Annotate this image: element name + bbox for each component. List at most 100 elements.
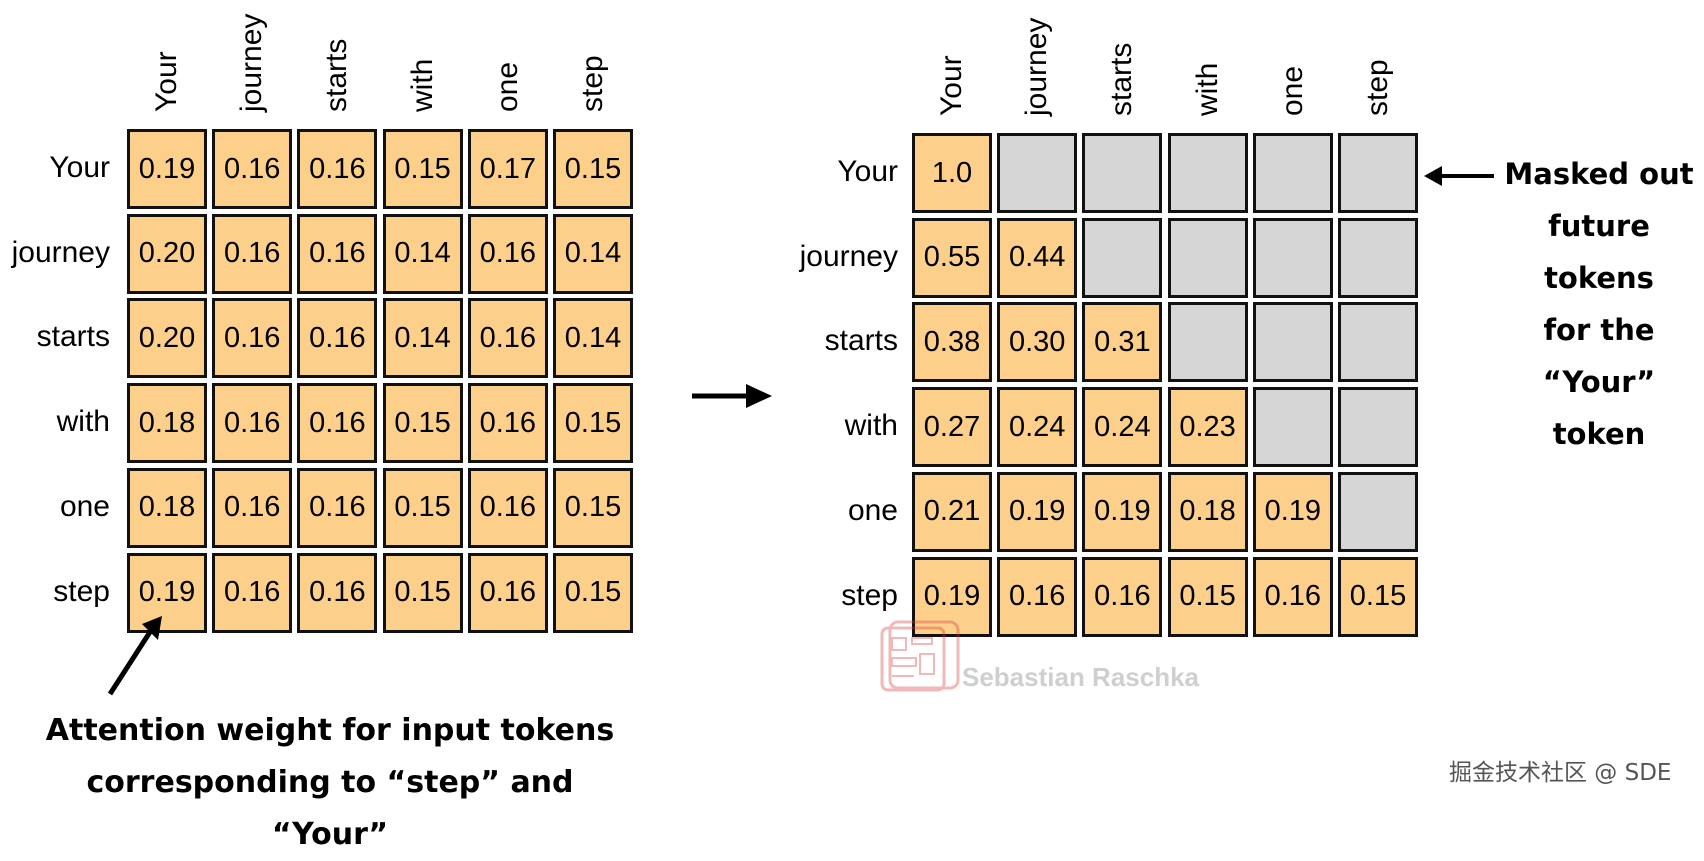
attention-weight-cell: 0.16 [1252,556,1333,637]
attention-weight-cell: 0.15 [382,467,463,548]
column-label-your: Your [150,51,183,112]
attention-weight-cell: 0.16 [997,556,1078,637]
row-label-step: step [841,578,898,612]
column-label-starts: starts [1105,42,1139,116]
attention-weight-cell: 0.19 [1082,471,1163,552]
transform-arrow-icon [692,384,772,408]
attention-weight-cell: 0.15 [553,552,633,633]
masked-cell [1338,133,1418,213]
attention-weight-cell: 0.15 [1338,556,1418,637]
attention-weight-cell: 0.18 [1167,471,1248,552]
attention-weight-cell: 0.16 [467,213,548,294]
row-label-step: step [53,574,110,608]
attention-weight-cell: 0.18 [127,383,207,464]
attention-weight-cell: 0.16 [297,129,378,209]
attention-weight-cell: 0.16 [297,383,378,464]
row-label-one: one [847,493,898,527]
attention-weight-cell: 0.16 [297,467,378,548]
attention-weight-cell: 0.15 [1167,556,1248,637]
attention-weight-cell: 0.17 [467,129,548,209]
attention-weight-cell: 0.15 [382,552,463,633]
row-label-with: with [844,409,898,443]
attention-weight-cell: 0.30 [997,302,1078,383]
attention-weight-cell: 0.31 [1082,302,1163,383]
attention-weight-cell: 0.16 [297,213,378,294]
attention-weight-cell: 0.19 [912,556,992,637]
attention-weight-cell: 0.21 [912,471,992,552]
annotation-line-2: corresponding to “step” and “Your” [86,765,574,852]
masked-cell [1338,302,1418,383]
masked-cell [1338,217,1418,298]
mask-annotation-line-2: future tokens [1544,209,1654,295]
attention-weight-cell: 0.16 [467,298,548,379]
attention-weight-cell: 0.16 [297,298,378,379]
column-label-step: step [576,55,609,112]
column-label-one: one [1275,65,1309,116]
row-label-your: Your [49,151,110,184]
column-label-starts: starts [320,38,354,112]
attention-weight-cell: 0.19 [127,129,207,209]
attention-weight-cell: 0.38 [912,302,992,383]
attention-weight-cell: 0.18 [127,467,207,548]
attention-weight-cell: 0.23 [1167,387,1248,468]
attention-weight-cell: 0.16 [212,213,293,294]
attention-weight-cell: 0.16 [297,552,378,633]
column-label-journey: journey [1020,17,1054,116]
attention-weight-cell: 0.15 [382,383,463,464]
masked-cell [1252,133,1333,213]
masked-cell [1338,471,1418,552]
attention-weight-cell: 0.24 [997,387,1078,468]
masked-cell [1082,133,1163,213]
attention-weight-cell: 0.19 [127,552,207,633]
annotation-line-1: Attention weight for input tokens [45,713,615,748]
pointer-arrow-icon [107,616,162,696]
attention-weight-cell: 1.0 [912,133,992,213]
attention-weight-cell: 0.44 [997,217,1078,298]
attention-weight-cell: 0.16 [1082,556,1163,637]
row-label-one: one [59,489,110,523]
column-label-your: Your [935,55,968,116]
attention-weight-cell: 0.19 [1252,471,1333,552]
attention-weight-cell: 0.55 [912,217,992,298]
masked-cell [1252,217,1333,298]
attention-weight-cell: 0.16 [467,552,548,633]
masked-cell [1167,302,1248,383]
corner-credit: 掘金技术社区 @ SDE [1449,760,1672,786]
masked-cell [1082,217,1163,298]
attention-weight-cell: 0.16 [212,129,293,209]
row-label-with: with [56,405,110,439]
row-label-your: Your [837,155,898,188]
masked-tokens-annotation: Masked out future tokens for the “Your” … [1494,148,1704,460]
masked-cell [1252,302,1333,383]
attention-weight-cell: 0.16 [212,383,293,464]
attention-weight-cell: 0.15 [382,129,463,209]
column-label-step: step [1361,59,1394,116]
row-label-starts: starts [824,324,898,358]
attention-weight-cell: 0.14 [553,298,633,379]
mask-annotation-line-1: Masked out [1504,157,1694,191]
attention-weight-cell: 0.27 [912,387,992,468]
attention-weight-cell: 0.16 [467,383,548,464]
attention-weight-cell: 0.20 [127,213,207,294]
author-watermark: Sebastian Raschka [962,662,1200,692]
attention-weight-cell: 0.14 [382,298,463,379]
masked-cell [1167,217,1248,298]
attention-weight-cell: 0.16 [212,298,293,379]
column-label-with: with [405,58,439,112]
row-label-journey: journey [799,239,898,273]
column-label-with: with [1190,62,1224,116]
attention-weight-cell: 0.15 [553,383,633,464]
masked-cell [997,133,1078,213]
attention-weight-cell: 0.15 [553,467,633,548]
column-label-one: one [490,61,524,112]
attention-weight-cell: 0.16 [212,552,293,633]
attention-weight-cell: 0.14 [382,213,463,294]
attention-weight-annotation: Attention weight for input tokens corres… [30,705,630,861]
column-label-journey: journey [235,13,269,112]
mask-annotation-line-3: for the “Your” [1542,313,1656,399]
mask-pointer-arrow-icon [1424,166,1494,186]
attention-weight-cell: 0.16 [467,467,548,548]
attention-weight-cell: 0.19 [997,471,1078,552]
attention-weight-cell: 0.20 [127,298,207,379]
row-label-starts: starts [36,320,110,354]
